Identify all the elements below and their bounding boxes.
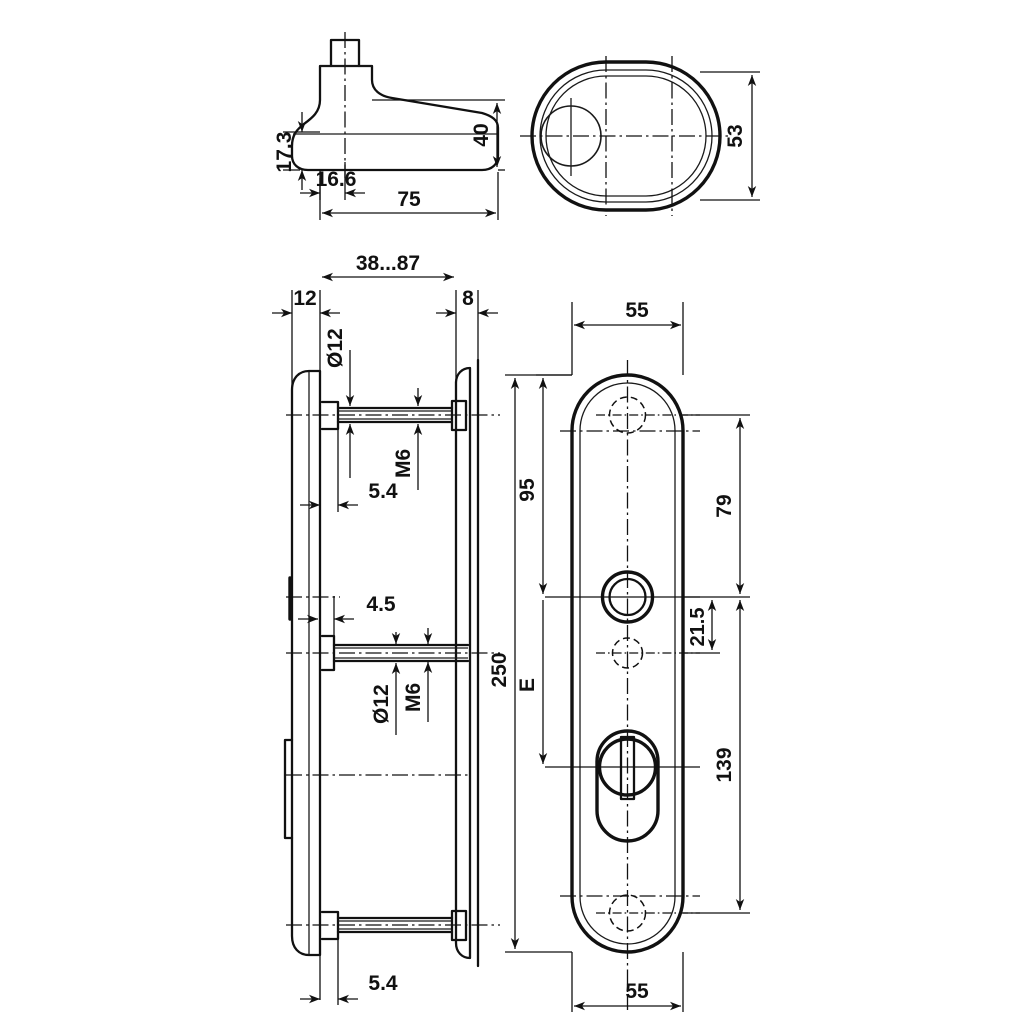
dimension-55-top: 55 bbox=[571, 299, 684, 375]
dimension-53-label: 53 bbox=[724, 124, 747, 147]
screw-upper-boss bbox=[450, 399, 468, 432]
dimension-d12-middle: Ø12 bbox=[370, 632, 401, 735]
dimension-79: 79 bbox=[683, 414, 750, 598]
screw-middle bbox=[286, 634, 500, 672]
dimension-250: 250 bbox=[488, 374, 572, 953]
dimension-75: 75 bbox=[319, 172, 499, 220]
screw-upper-head bbox=[320, 400, 340, 431]
dimension-4-5: 4.5 bbox=[298, 593, 396, 640]
dimension-55-bottom-label: 55 bbox=[625, 980, 649, 1003]
screw-lower-boss bbox=[450, 909, 468, 942]
dimension-53: 53 bbox=[700, 71, 760, 201]
view-backplate-side: 38...87 12 8 Ø12 M6 bbox=[272, 252, 500, 1005]
dimension-5-4-lower-label: 5.4 bbox=[368, 972, 398, 995]
dimension-79-label: 79 bbox=[713, 494, 736, 517]
backplate-side-right-body bbox=[454, 366, 472, 960]
screw-lower-head bbox=[320, 910, 340, 941]
dimension-m6-upper: M6 bbox=[392, 388, 423, 490]
dimension-5-4-upper-label: 5.4 bbox=[368, 480, 398, 503]
dimension-8-label: 8 bbox=[462, 287, 474, 310]
dimension-8: 8 bbox=[436, 287, 498, 318]
dimension-m6-middle: M6 bbox=[402, 628, 433, 722]
screw-lower bbox=[286, 909, 500, 942]
dimension-21-5: 21.5 bbox=[683, 600, 720, 654]
dimension-139: 139 bbox=[683, 600, 750, 914]
dimension-38-87: 38...87 bbox=[322, 252, 454, 282]
backplate-side-tab-lower bbox=[283, 738, 294, 840]
dimension-E-label: E bbox=[516, 678, 539, 692]
dimension-75-label: 75 bbox=[397, 188, 421, 211]
dimension-95-label: 95 bbox=[516, 478, 539, 502]
dimension-38-87-label: 38...87 bbox=[356, 252, 420, 275]
dimension-5-4-upper: 5.4 bbox=[300, 430, 398, 512]
dimension-m6-middle-label: M6 bbox=[402, 683, 425, 712]
front-cylinder-keyway bbox=[619, 735, 636, 801]
dimension-250-label: 250 bbox=[488, 652, 511, 687]
dimension-55-bottom: 55 bbox=[571, 952, 684, 1012]
dimension-17-3-label: 17.3 bbox=[273, 132, 296, 173]
view-rosette-top: 53 bbox=[520, 56, 760, 216]
dimension-95: 95 bbox=[516, 374, 572, 594]
dimension-12: 12 bbox=[272, 287, 340, 318]
dimension-40: 40 bbox=[372, 99, 505, 171]
dimension-5-4-lower: 5.4 bbox=[300, 940, 398, 1005]
dimension-17-3: 17.3 bbox=[273, 112, 320, 190]
dimension-d12-upper: Ø12 bbox=[324, 328, 355, 478]
dimension-16-6-label: 16.6 bbox=[316, 168, 357, 191]
view-backplate-front: 55 55 250 95 E bbox=[488, 299, 750, 1012]
dimension-16-6: 16.6 bbox=[300, 162, 365, 200]
screw-middle-head bbox=[320, 634, 336, 672]
dimension-40-label: 40 bbox=[470, 123, 493, 146]
dimension-12-label: 12 bbox=[293, 287, 316, 310]
dimension-21-5-label: 21.5 bbox=[687, 608, 709, 647]
screw-upper bbox=[286, 399, 500, 432]
dimension-m6-upper-label: M6 bbox=[392, 449, 415, 478]
handle-spindle-stub bbox=[329, 38, 361, 68]
view-handle-side: 40 17.3 16.6 75 bbox=[273, 32, 505, 220]
dimension-4-5-label: 4.5 bbox=[366, 593, 396, 616]
dimension-d12-upper-label: Ø12 bbox=[324, 328, 347, 368]
handle-outline bbox=[290, 64, 500, 172]
backplate-side-left-body bbox=[290, 369, 322, 957]
dimension-139-label: 139 bbox=[713, 747, 736, 782]
dimension-E: E bbox=[516, 600, 548, 764]
dimension-d12-middle-label: Ø12 bbox=[370, 684, 393, 724]
front-cylinder-escutcheon bbox=[595, 729, 660, 843]
dimension-55-top-label: 55 bbox=[625, 299, 649, 322]
